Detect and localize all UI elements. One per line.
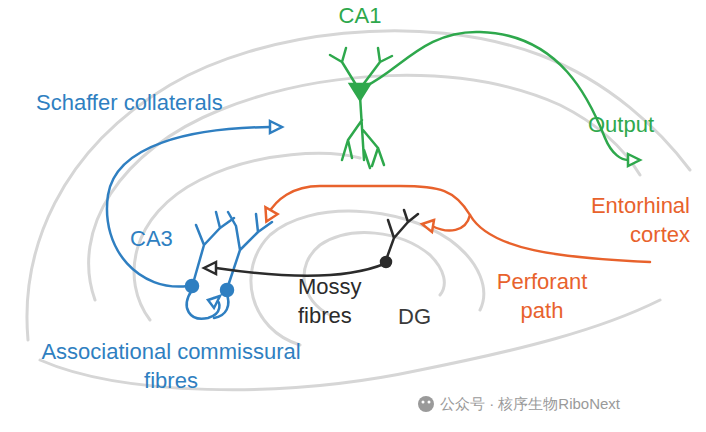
- mossy-arrowhead: [204, 262, 216, 274]
- pathway-label: Output: [588, 111, 688, 140]
- associational-arrowhead: [208, 296, 220, 308]
- icon-eye: [428, 401, 431, 404]
- dg-granule-cell: [204, 210, 418, 276]
- ca3-soma: [221, 284, 233, 296]
- basal-dendrites: [330, 48, 392, 88]
- output-arrowhead: [628, 154, 640, 166]
- ca3-soma: [186, 280, 198, 292]
- icon-eye: [422, 401, 425, 404]
- perforant-arrowhead-dg: [422, 220, 434, 232]
- pathway-label: Schaffer collaterals: [36, 89, 296, 118]
- schaffer-arrowhead: [270, 121, 282, 133]
- perforant-branch: [432, 215, 470, 231]
- ca3-neurons: [186, 212, 272, 319]
- region-label: CA3: [130, 225, 190, 254]
- associational-loop: [187, 290, 220, 319]
- watermark-icon: [418, 396, 434, 412]
- region-label: DG: [398, 303, 458, 332]
- schaffer-collaterals: [107, 121, 282, 287]
- mossy-fibre-axon: [216, 264, 384, 276]
- pathway-label: Perforant path: [478, 268, 606, 325]
- watermark: 公众号 · 核序生物RiboNext: [440, 394, 700, 414]
- outer-contour: [27, 31, 690, 340]
- pathway-label: Associational commissural fibres: [40, 338, 302, 395]
- hippocampus-outline: [27, 31, 690, 390]
- granule-soma: [381, 257, 391, 267]
- region-label: CA1: [330, 2, 390, 31]
- icon-circle: [418, 396, 434, 412]
- apical-dendrites: [342, 96, 384, 168]
- ca1-axon: [366, 32, 628, 160]
- ca1-neuron: [330, 32, 640, 168]
- perforant-arrowhead-ca3: [259, 207, 277, 224]
- ca1-soma: [350, 84, 370, 100]
- region-label: Entorhinal cortex: [548, 192, 690, 249]
- granule-dendrites: [386, 210, 418, 260]
- pathway-label: Mossy fibres: [298, 273, 376, 330]
- dg-outer: [251, 211, 484, 345]
- schaffer-axon: [107, 127, 270, 287]
